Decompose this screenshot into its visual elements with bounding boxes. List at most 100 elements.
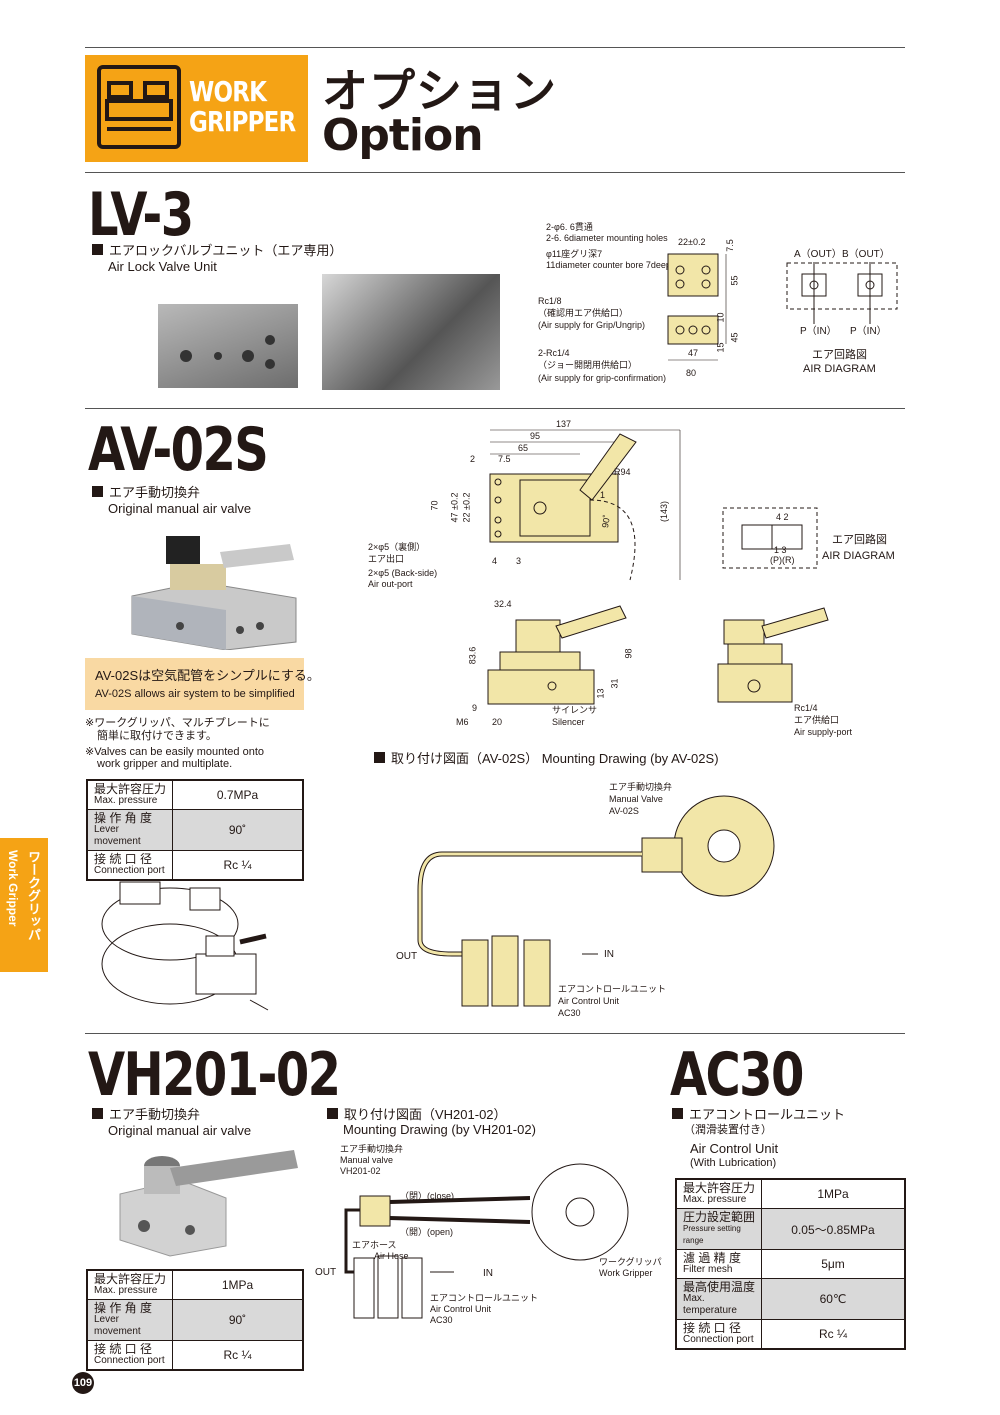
- gripper-icon: [97, 65, 181, 149]
- lv3-rc14-en: (Air supply for grip-confirmation): [538, 373, 667, 383]
- av02s-rule: [85, 1033, 905, 1034]
- av02s-mount-out: OUT: [396, 951, 418, 962]
- lv3-dim-10: 10: [715, 312, 726, 323]
- header-rule: [85, 172, 905, 173]
- brand-line1: WORK: [189, 75, 267, 108]
- lv3-rc18-jp: （確認用エア供給口）: [538, 308, 629, 318]
- av02s-silencer-en: Silencer: [552, 717, 585, 727]
- av02s-d65: 65: [518, 443, 529, 453]
- lv3-b-out: B（OUT）: [842, 249, 890, 260]
- av02s-supply-en: Air supply-port: [794, 727, 853, 737]
- ac30-desc-en: Air Control Unit: [690, 1141, 779, 1156]
- vh201-hose-jp: エアホース: [352, 1240, 397, 1250]
- av02s-d143: (143): [659, 500, 670, 523]
- av02s-mount-valve-jp: エア手動切換弁: [609, 782, 673, 792]
- av02s-air-diagram-en: AIR DIAGRAM: [822, 550, 895, 562]
- av02s-desc-jp: エア手動切換弁: [92, 485, 200, 501]
- av02s-ports-pr: (P)(R): [770, 555, 795, 565]
- av02s-mount-valve-model: AV-02S: [609, 806, 639, 816]
- av02s-mounting-title: 取り付け図面（AV-02S） Mounting Drawing (by AV-0…: [374, 751, 719, 767]
- lv3-desc-en: Air Lock Valve Unit: [108, 259, 217, 274]
- av02s-mount-unit-en: Air Control Unit: [558, 996, 620, 1006]
- av02s-d70: 70: [429, 500, 440, 511]
- lv3-air-diagram-jp: エア回路図: [812, 349, 867, 361]
- av02s-out-jp: 2×φ5（裏側）: [368, 542, 426, 552]
- lv3-dim-80: 80: [686, 368, 697, 378]
- vh201-mount-valve-jp: エア手動切換弁: [340, 1144, 404, 1154]
- page-title-en: Option: [322, 110, 484, 161]
- av02s-remark-en2: work gripper and multiplate.: [97, 758, 233, 770]
- brand-label: WORK GRIPPER: [189, 75, 296, 138]
- ac30-model: AC30: [670, 1040, 804, 1110]
- av02s-desc-en: Original manual air valve: [108, 501, 252, 516]
- vh201-unit-model: AC30: [430, 1315, 453, 1325]
- av02s-top-drawing: [489, 429, 681, 581]
- lv3-a-out: A（OUT）: [794, 249, 842, 260]
- av02s-supply-jp: エア供給口: [794, 715, 840, 725]
- lv3-rc14-jp: （ジョー開閉用供給口）: [538, 360, 638, 370]
- vh201-close: （閉）(close): [400, 1191, 455, 1201]
- vh201-unit-en: Air Control Unit: [430, 1304, 492, 1314]
- vh201-mount-title-jp: 取り付け図面（VH201-02）: [327, 1107, 507, 1123]
- spec-value: 90˚: [172, 1299, 304, 1341]
- lv3-dim-47: 47: [688, 348, 699, 358]
- av02s-remark-jp2: 簡単に取付けできます。: [97, 730, 217, 742]
- brand-line2: GRIPPER: [189, 105, 296, 138]
- lv3-dim-15: 15: [715, 342, 726, 353]
- ac30-desc-jp2: （潤滑装置付き）: [684, 1124, 772, 1136]
- ac30-desc-jp: エアコントロールユニット: [672, 1107, 845, 1123]
- av02s-remark-en: ※Valves can be easily mounted onto: [85, 746, 265, 758]
- lv3-rc14: 2-Rc1/4: [538, 348, 570, 358]
- side-tab-en: Work Gripper: [6, 850, 20, 927]
- lv3-dim-55: 55: [729, 275, 740, 286]
- vh201-photo: [119, 1150, 298, 1257]
- av02s-remark-jp: ※ワークグリッパ、マルチプレートに: [85, 717, 270, 729]
- ac30-desc-en2: (With Lubrication): [690, 1157, 777, 1169]
- lv3-holes-jp: 2-φ6. 6貫通: [546, 222, 593, 232]
- vh201-mounting-drawing: [344, 1163, 629, 1319]
- av02s-note-jp: AV-02Sは空気配管をシンプルにする。: [95, 668, 320, 683]
- vh201-gripper-en: Work Gripper: [599, 1268, 653, 1278]
- vh201-in: IN: [483, 1268, 493, 1279]
- av02s-d47: 47 ±0.2: [449, 492, 460, 523]
- av02s-ports-bot: 1 3: [774, 545, 787, 555]
- av02s-d13: 13: [595, 688, 606, 699]
- av02s-model: AV-02S: [88, 415, 269, 485]
- vh201-mount-valve-model: VH201-02: [340, 1166, 381, 1176]
- av02s-air-diagram-jp: エア回路図: [832, 534, 887, 546]
- av02s-mount-in: IN: [604, 949, 614, 960]
- side-tab: ワークグリッパ Work Gripper: [0, 838, 48, 972]
- vh201-mount-title-en: Mounting Drawing (by VH201-02): [343, 1122, 536, 1137]
- av02s-note: AV-02Sは空気配管をシンプルにする。 AV-02S allows air s…: [85, 658, 320, 710]
- av02s-d1: 1: [600, 490, 606, 500]
- vh201-hose-en: Air Hose: [374, 1251, 409, 1261]
- av02s-assembly-sketch: [101, 881, 269, 1011]
- av02s-r94: R94: [614, 467, 631, 477]
- spec-value: Rc ¼: [172, 850, 304, 881]
- av02s-d324: 32.4: [494, 599, 512, 609]
- vh201-gripper-jp: ワークグリッパ: [599, 1257, 662, 1267]
- lv3-dim-22: 22±0.2: [678, 237, 706, 247]
- vh201-mount-valve-en: Manual valve: [340, 1155, 394, 1165]
- av02s-d137: 137: [556, 419, 572, 429]
- av02s-circuit: [722, 507, 818, 569]
- lv3-p-in1: P（IN）: [800, 326, 837, 337]
- side-tab-jp: ワークグリッパ: [26, 850, 41, 941]
- spec-value: 0.7MPa: [172, 779, 304, 810]
- av02s-out-en: 2×φ5 (Back-side): [368, 568, 438, 578]
